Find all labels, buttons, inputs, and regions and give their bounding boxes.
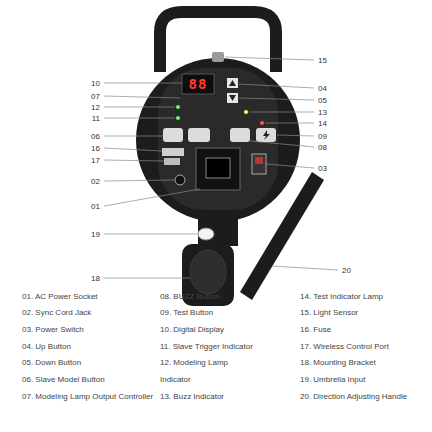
- callout-number: 11: [92, 114, 100, 123]
- part-list-item: 12. Modeling Lamp Indicator: [160, 355, 250, 388]
- callout-number: 02: [91, 177, 100, 186]
- sync-jack: [175, 175, 185, 185]
- part-list-item: 01. AC Power Socket: [22, 289, 98, 306]
- leader-line: [104, 234, 197, 235]
- leader-line: [104, 96, 180, 98]
- power-socket: [196, 148, 240, 190]
- part-list-item: 09. Test Button: [160, 305, 213, 322]
- part-list-item: 18. Mounting Bracket: [300, 355, 376, 372]
- leader-line: [277, 135, 314, 136]
- callout-number: 17: [91, 156, 100, 165]
- up-arrow: [229, 80, 236, 86]
- umbrella-input: [198, 228, 214, 240]
- fuse: [162, 148, 184, 156]
- callout-number: 06: [91, 132, 100, 141]
- leader-line: [104, 180, 174, 181]
- slave-button: [163, 128, 183, 142]
- callout-number: 15: [318, 56, 327, 65]
- part-list-item: 03. Power Switch: [22, 322, 84, 339]
- leader-line: [104, 107, 175, 108]
- part-list-item: 17. Wireless Control Port: [300, 339, 389, 356]
- part-list-item: 05. Down Button: [22, 355, 81, 372]
- leader-lines: [104, 57, 338, 278]
- part-list-item: 14. Test Indicator Lamp: [300, 289, 383, 306]
- leader-line: [104, 278, 190, 279]
- callout-number: 16: [91, 144, 100, 153]
- callout-number: 10: [91, 79, 100, 88]
- part-list-item: 10. Digital Display: [160, 322, 224, 339]
- display-digits: 88: [189, 76, 208, 92]
- up-button: [227, 78, 238, 88]
- power-switch: [252, 154, 266, 174]
- leader-line: [104, 83, 182, 84]
- part-list-item: 20. Direction Adjusting Handle: [300, 389, 407, 406]
- flash-symbol: [263, 130, 270, 140]
- down-arrow: [229, 95, 236, 101]
- callout-number: 08: [318, 143, 327, 152]
- callout-number: 20: [342, 266, 351, 275]
- flash-body: [136, 58, 300, 222]
- leader-line: [272, 266, 338, 270]
- buzz-indicator: [244, 110, 248, 114]
- slave-indicator: [176, 116, 180, 120]
- leader-line: [104, 118, 175, 119]
- switch-rocker: [255, 157, 263, 164]
- callout-number: 05: [318, 96, 327, 105]
- part-list-item: 04. Up Button: [22, 339, 71, 356]
- model-button: [188, 128, 210, 142]
- light-sensor: [212, 52, 224, 62]
- part-list-item: 06. Slave Model Button: [22, 372, 105, 389]
- callout-number: 18: [91, 274, 100, 283]
- mount-stem: [198, 218, 238, 246]
- down-button: [227, 93, 238, 103]
- leader-line: [250, 141, 314, 147]
- leader-line: [104, 148, 162, 151]
- buzz-button: [230, 128, 250, 142]
- callout-number: 19: [91, 230, 100, 239]
- leader-line: [104, 136, 163, 137]
- part-list-item: 08. BUZZ Button: [160, 289, 220, 306]
- test-indicator: [260, 121, 264, 125]
- callout-number: 14: [318, 119, 327, 128]
- part-list-item: 15. Light Sensor: [300, 305, 358, 322]
- callout-number: 12: [91, 103, 100, 112]
- leader-line: [265, 123, 314, 124]
- modeling-indicator: [176, 105, 180, 109]
- control-panel: [158, 68, 278, 210]
- part-list-item: 13. Buzz Indicator: [160, 389, 224, 406]
- part-list-item: 19. Umbrella Input: [300, 372, 365, 389]
- callout-number: 13: [318, 108, 327, 117]
- leader-line: [266, 164, 314, 168]
- leader-line: [104, 189, 200, 206]
- leader-line: [249, 112, 314, 113]
- callout-number: 03: [318, 164, 327, 173]
- part-list-item: 02. Sync Cord Jack: [22, 305, 91, 322]
- part-list-item: 11. Slave Trigger Indicator: [160, 339, 253, 356]
- part-list-item: 16. Fuse: [300, 322, 331, 339]
- callout-number: 07: [91, 92, 100, 101]
- wireless-port: [164, 158, 180, 165]
- part-list-item: 07. Modeling Lamp Output Controller: [22, 389, 153, 406]
- socket-pins: [206, 158, 230, 178]
- callout-number: 09: [318, 132, 327, 141]
- test-button: [256, 128, 276, 142]
- callout-number: 04: [318, 84, 327, 93]
- leader-line: [225, 57, 314, 60]
- bracket-cylinder: [190, 250, 226, 294]
- callout-number: 01: [91, 202, 100, 211]
- leader-line: [239, 84, 314, 88]
- leader-line: [239, 98, 314, 100]
- display-window: [182, 74, 214, 94]
- leader-line: [104, 160, 164, 161]
